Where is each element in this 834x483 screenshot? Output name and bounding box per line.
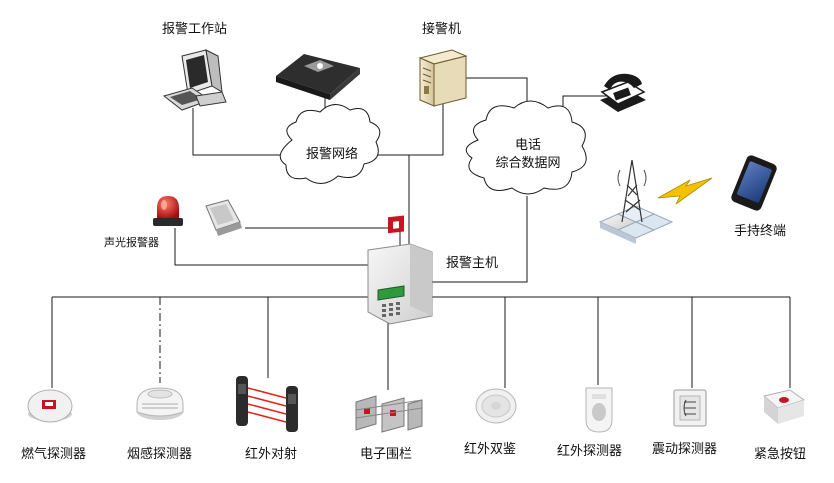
siren-icon bbox=[153, 196, 183, 226]
alarm-network-label: 报警网络 bbox=[305, 147, 358, 162]
electric-fence-label: 电子围栏 bbox=[360, 447, 413, 462]
computer-icon bbox=[162, 49, 227, 111]
phone-network-label-line1: 电话 bbox=[514, 138, 541, 153]
dual-tech-label: 红外双鉴 bbox=[464, 442, 517, 457]
lightning-icon bbox=[657, 177, 713, 205]
phone-network-label-line2: 综合数据网 bbox=[495, 156, 561, 171]
smoke-detector-icon bbox=[136, 387, 184, 420]
alarm-host-label: 报警主机 bbox=[446, 256, 499, 271]
alarm-panel-icon bbox=[367, 215, 433, 325]
panic-button-icon bbox=[762, 389, 806, 424]
pir-detector-icon bbox=[585, 387, 613, 433]
telephone-icon bbox=[600, 73, 646, 112]
ir-beam-icon bbox=[236, 376, 298, 432]
vibration-detector-label: 震动探测器 bbox=[652, 442, 718, 457]
gas-detector-icon bbox=[27, 389, 73, 423]
workstation-label: 报警工作站 bbox=[162, 22, 228, 37]
smoke-detector-label: 烟感探测器 bbox=[127, 447, 193, 462]
dual-tech-icon bbox=[475, 388, 517, 424]
cell-tower-icon bbox=[598, 159, 674, 244]
receiver-label: 接警机 bbox=[422, 22, 462, 37]
floodlight-icon bbox=[205, 199, 242, 236]
handheld-terminal-label: 手持终端 bbox=[734, 224, 787, 239]
smartphone-icon bbox=[731, 155, 777, 211]
server-icon bbox=[418, 49, 468, 107]
dvr-icon bbox=[276, 54, 360, 100]
vibration-detector-icon bbox=[673, 389, 707, 427]
ir-detector-label: 红外探测器 bbox=[557, 444, 623, 459]
sound-light-alarm-label: 声光报警器 bbox=[104, 236, 159, 249]
phone-data-network-cloud bbox=[465, 100, 587, 195]
alarm-network-cloud bbox=[279, 104, 381, 184]
electric-fence-icon bbox=[355, 395, 423, 433]
ir-beam-label: 红外对射 bbox=[245, 447, 298, 462]
emergency-button-label: 紧急按钮 bbox=[754, 447, 807, 462]
connection-lines bbox=[51, 77, 791, 390]
gas-detector-label: 燃气探测器 bbox=[21, 447, 87, 462]
